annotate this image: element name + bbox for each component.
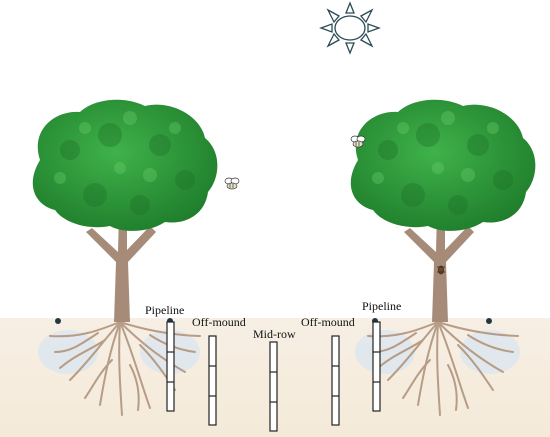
sensor-probe-off-mound-right — [331, 335, 340, 426]
sensor-probe-pipeline-left — [166, 321, 175, 412]
sensor-probe-off-mound-left — [208, 335, 217, 426]
label-off-mound-left: Off-mound — [192, 315, 246, 329]
bee-icon — [224, 177, 240, 190]
bug-icon — [437, 265, 445, 275]
label-off-mound-right: Off-mound — [301, 315, 355, 329]
label-pipeline-left: Pipeline — [145, 303, 185, 317]
sensor-probe-mid-row — [269, 341, 278, 432]
label-pipeline-right: Pipeline — [362, 299, 402, 313]
sun-icon — [319, 1, 381, 55]
sensor-probe-pipeline-right — [372, 321, 381, 412]
tree-icon — [350, 99, 536, 416]
tree-icon — [32, 99, 218, 416]
bee-icon — [350, 135, 366, 148]
label-mid-row: Mid-row — [253, 327, 296, 341]
